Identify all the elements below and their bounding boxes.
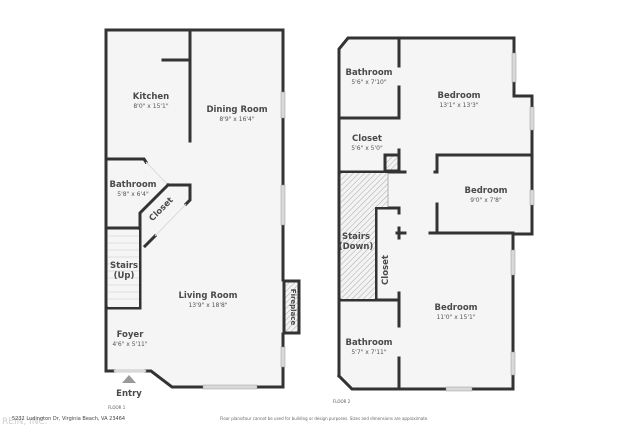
disclaimer: Floor plans/tour cannot be used for buil… <box>220 416 429 421</box>
stairs-up-label: Stairs <box>110 261 138 271</box>
bedroom-1-dims: 13'1" x 13'3" <box>439 102 478 109</box>
floor-2-windows <box>445 52 535 392</box>
bathroom-3-dims: 5'7" x 7'11" <box>351 349 387 356</box>
bedroom-3-dims: 11'0" x 15'1" <box>436 314 475 321</box>
floor-1-interior-walls <box>104 28 192 310</box>
foyer-label: Foyer <box>117 330 145 340</box>
watermark: REIN, INC. <box>2 417 48 426</box>
fireplace-label: Fireplace <box>289 289 297 326</box>
floor-1-windows <box>113 91 286 390</box>
fireplace <box>282 279 301 335</box>
closet-3-label: Closet <box>381 255 391 285</box>
bathroom-2-label: Bathroom <box>345 68 392 78</box>
linen-closet <box>383 153 401 173</box>
floor-1-caption: FLOOR 1 <box>108 405 126 410</box>
bedroom-3-label: Bedroom <box>434 303 477 313</box>
bathroom-1-label: Bathroom <box>109 180 156 190</box>
living-room-dims: 13'9" x 18'8" <box>188 302 227 309</box>
kitchen-label: Kitchen <box>133 92 169 102</box>
floor-2-exterior-walls <box>336 36 534 391</box>
entry-arrow-icon <box>122 375 136 383</box>
floor-1-door-lines <box>145 161 187 237</box>
stairs-up-sub: (Up) <box>114 271 135 281</box>
floor-2-caption: FLOOR 2 <box>333 399 351 404</box>
floor-2-interior-walls <box>337 36 534 391</box>
floor-1-plan: Kitchen 8'0" x 15'1" Dining Room 8'9" x … <box>104 28 301 410</box>
floor-1-floor <box>106 30 300 387</box>
stairs-down-sub: (Down) <box>339 242 374 252</box>
kitchen-dims: 8'0" x 15'1" <box>133 103 169 110</box>
closet-2-dims: 5'6" x 5'0" <box>351 145 383 152</box>
floor-1-exterior-walls <box>104 28 285 389</box>
bedroom-1-label: Bedroom <box>437 91 480 101</box>
floor-2-plan: Bathroom 5'6" x 7'10" Bedroom 13'1" x 13… <box>333 36 535 404</box>
floor-2-stairs <box>341 173 388 299</box>
closet-2-label: Closet <box>352 134 382 144</box>
stairs-down-label: Stairs <box>342 232 370 242</box>
foyer-dims: 4'6" x 5'11" <box>112 341 148 348</box>
floor-1-stairs <box>108 230 139 307</box>
bathroom-1-dims: 5'8" x 6'4" <box>117 191 149 198</box>
bathroom-3-label: Bathroom <box>345 338 392 348</box>
living-room-label: Living Room <box>179 291 238 301</box>
bedroom-2-label: Bedroom <box>464 186 507 196</box>
dining-room-label: Dining Room <box>206 105 267 115</box>
address: 5232 Ludington Dr, Virginia Beach, VA 23… <box>12 416 125 422</box>
bedroom-2-dims: 9'0" x 7'8" <box>470 197 502 204</box>
dining-room-dims: 8'9" x 16'4" <box>219 116 255 123</box>
bathroom-2-dims: 5'6" x 7'10" <box>351 79 387 86</box>
entry-label: Entry <box>116 389 142 399</box>
